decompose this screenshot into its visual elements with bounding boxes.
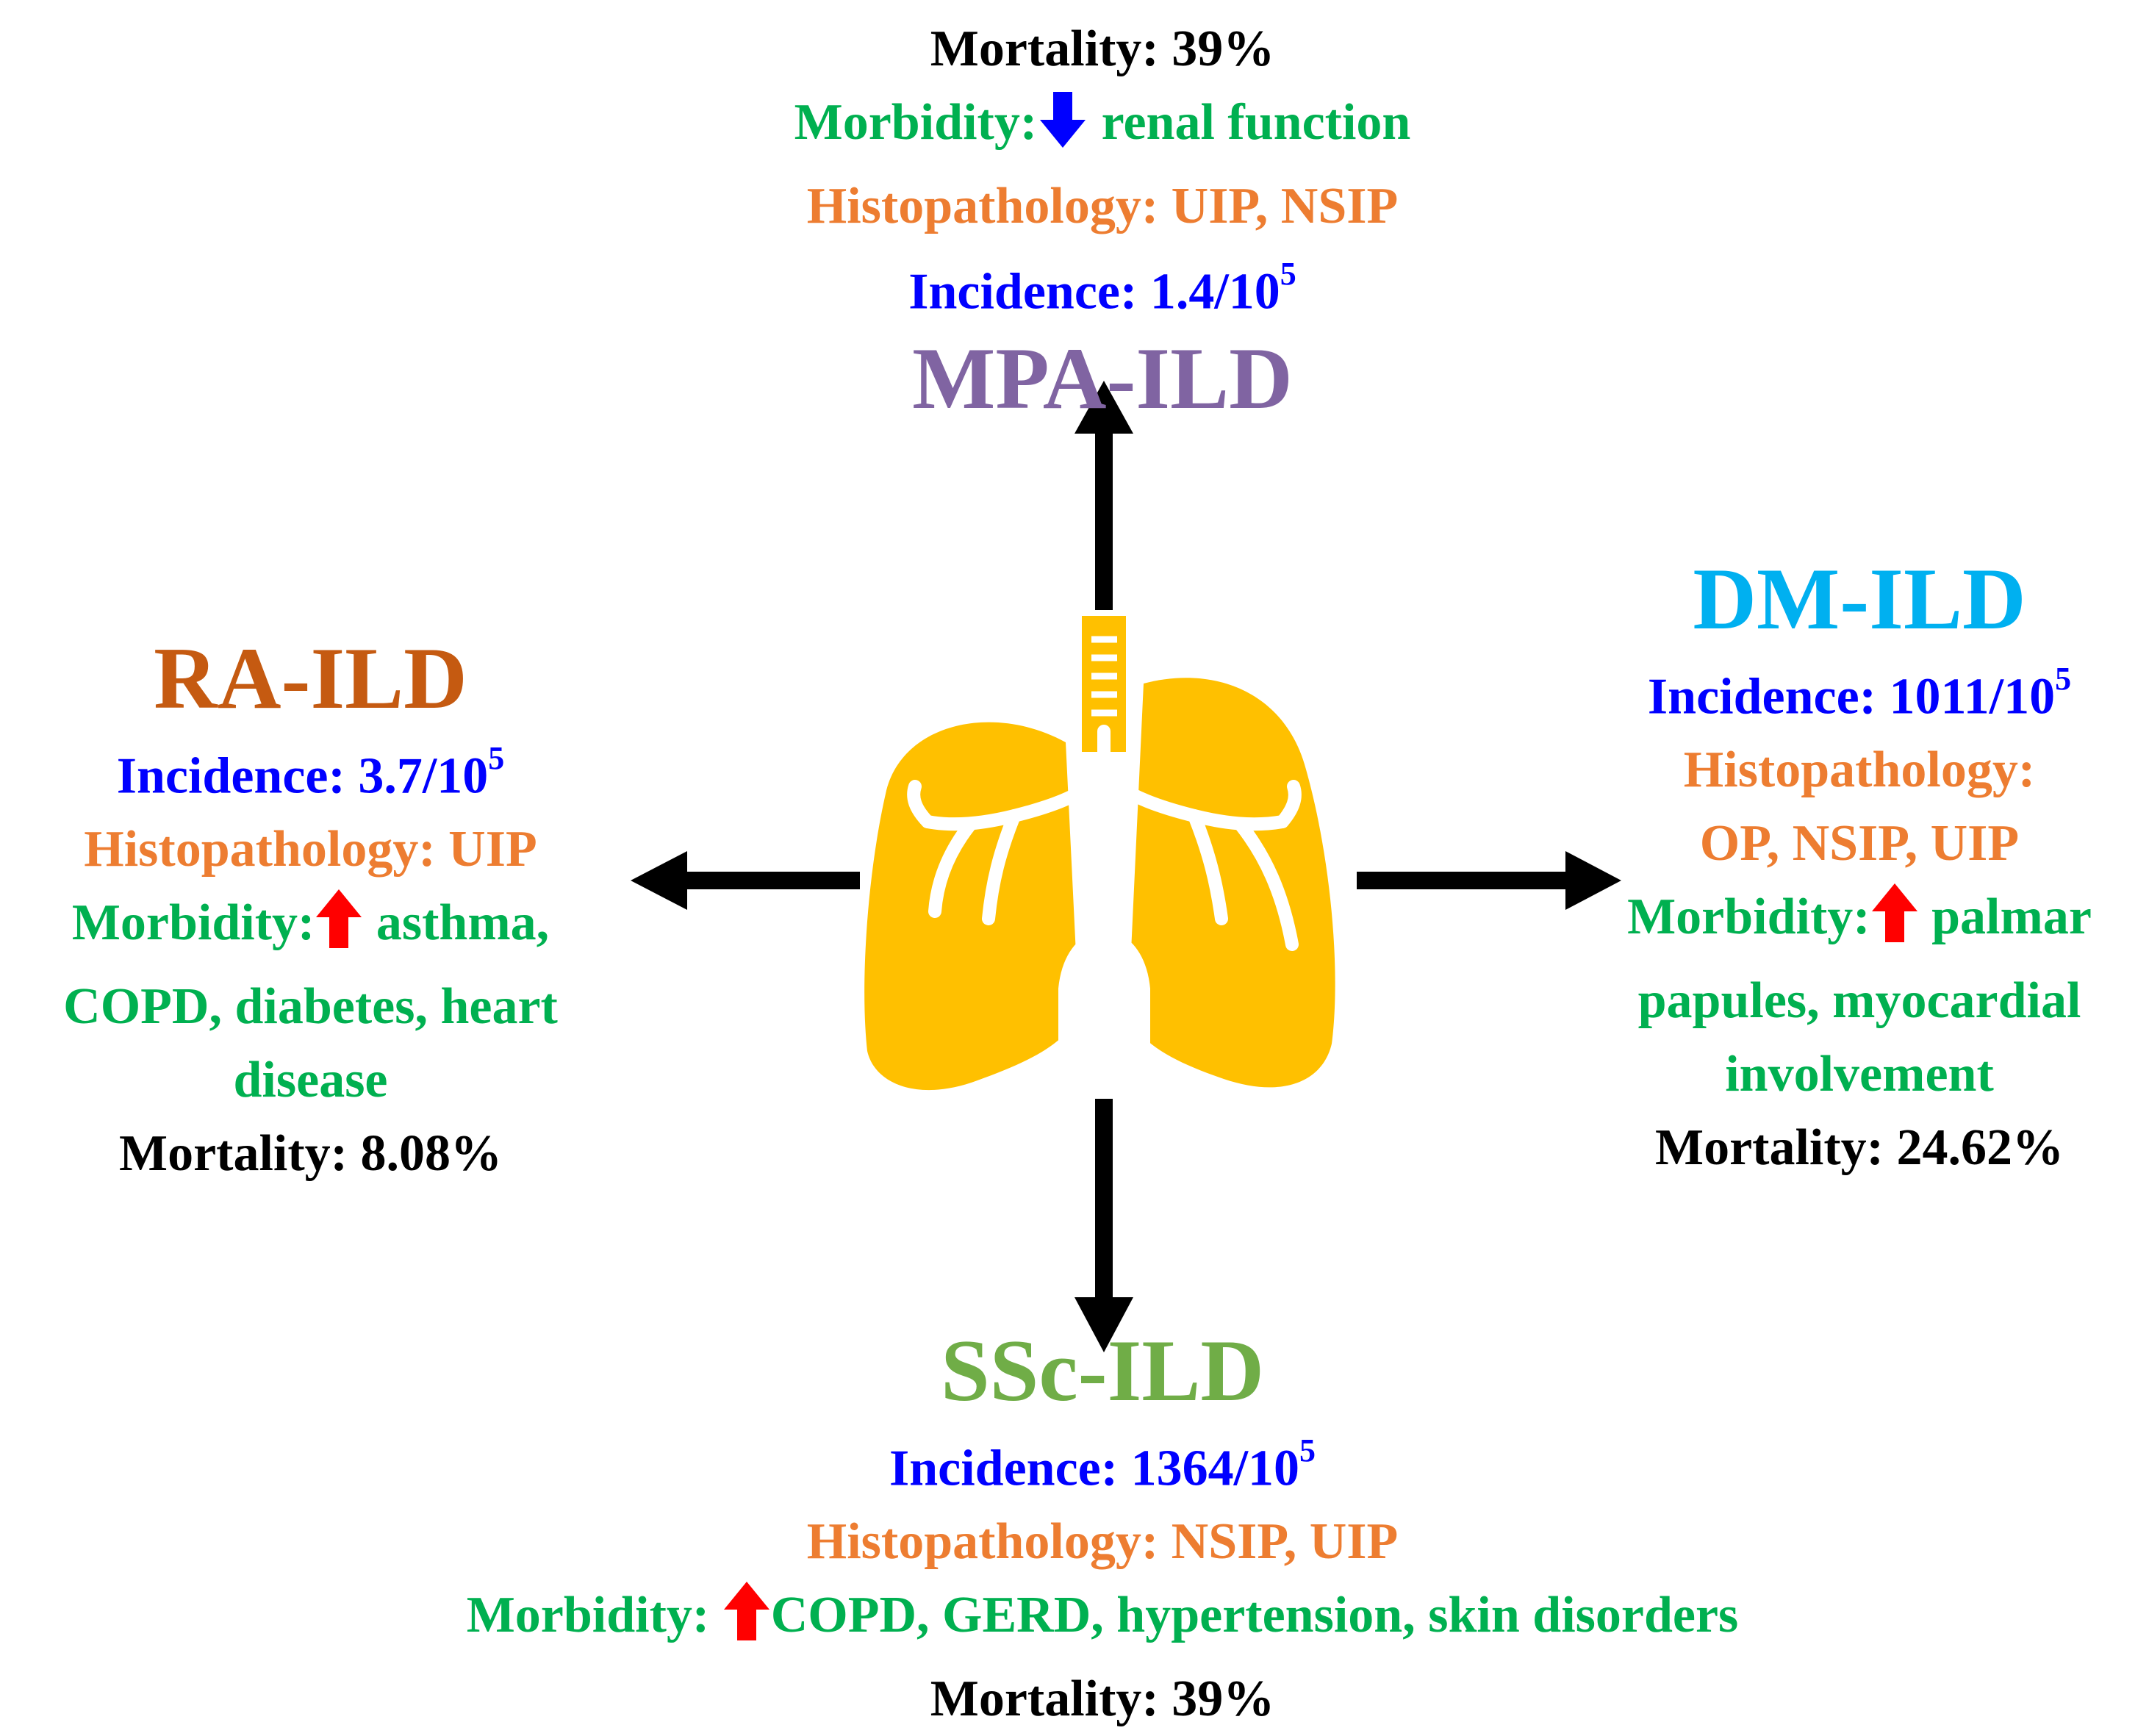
mortality-value: 8.08% [360,1125,502,1183]
dm-mortality: Mortality: 24.62% [1573,1111,2146,1185]
incidence-label: Incidence: [908,263,1138,320]
ssc-morbidity: Morbidity: COPD, GERD, hypertension, ski… [257,1579,1948,1663]
ra-morbidity: Morbidity: asthma, [7,886,614,970]
mortality-label: Mortality: [930,21,1159,77]
arrow-to-ssc [1074,1099,1133,1352]
incidence-exponent: 5 [1280,256,1296,292]
morbidity-line1: palmar [1931,889,2092,946]
mortality-label: Mortality: [119,1125,348,1183]
dm-histo-value: OP, NSIP, UIP [1699,815,2020,872]
dm-title: DM-ILD [1693,550,2026,648]
morbidity-label: Morbidity: [794,94,1038,151]
incidence-label: Incidence: [116,747,345,805]
arrow-to-ra [631,851,860,910]
up-arrow-icon [722,1580,771,1663]
incidence-value: 1364/10 [1130,1440,1300,1497]
mortality-label: Mortality: [930,1671,1159,1728]
mpa-ild-block: Mortality: 39% Morbidity: renal function… [661,12,1543,428]
incidence-exponent: 5 [1299,1432,1316,1468]
ssc-mortality: Mortality: 39% [257,1663,1948,1736]
morbidity-text: COPD, GERD, hypertension, skin disorders [770,1587,1739,1644]
incidence-label: Incidence: [889,1440,1119,1497]
mortality-label: Mortality: [1655,1119,1884,1177]
mpa-incidence: Incidence: 1.4/105 [661,243,1543,329]
arrow-to-mpa [1074,381,1133,610]
ra-title: RA-ILD [154,629,467,727]
histo-label: Histopathology: [806,1513,1159,1571]
dm-morbidity: Morbidity: palmar [1573,880,2146,964]
incidence-label: Incidence: [1647,668,1876,725]
ra-mortality: Mortality: 8.08% [7,1117,614,1191]
ssc-ild-block: SSc-ILD Incidence: 1364/105 Histopatholo… [257,1321,1948,1736]
dm-histo-label: Histopathology: [1683,742,2036,799]
incidence-exponent: 5 [2055,661,2072,697]
down-arrow-icon [1037,90,1088,170]
arrow-to-dm [1357,851,1621,910]
incidence-value: 1011/10 [1889,668,2056,725]
ra-morbidity-line3: disease [233,1052,388,1109]
histo-value: NSIP, UIP [1171,1513,1399,1571]
incidence-value: 3.7/10 [358,747,489,805]
ssc-incidence: Incidence: 1364/105 [257,1420,1948,1505]
up-arrow-icon [315,888,363,970]
morbidity-text: renal function [1101,94,1411,151]
mpa-histopathology: Histopathology: UIP, NSIP [661,170,1543,243]
ra-morbidity-line2: COPD, diabetes, heart [63,978,558,1036]
histo-label: Histopathology: [84,821,436,878]
ssc-title: SSc-ILD [940,1321,1265,1419]
incidence-value: 1.4/10 [1149,263,1280,320]
mortality-value: 39% [1172,21,1275,77]
incidence-exponent: 5 [488,740,505,776]
morbidity-label: Morbidity: [71,894,315,952]
mortality-value: 24.62% [1896,1119,2064,1177]
morbidity-label: Morbidity: [1627,889,1870,946]
histo-value: UIP [448,821,537,878]
morbidity-line1: asthma, [376,894,550,952]
mpa-morbidity: Morbidity: renal function [661,86,1543,170]
ra-ild-block: RA-ILD Incidence: 3.7/105 Histopathology… [7,628,614,1191]
morbidity-label: Morbidity: [466,1587,710,1644]
ra-histopathology: Histopathology: UIP [7,813,614,886]
histo-label: Histopathology: [806,178,1159,234]
dm-morbidity-line2: papules, myocardial [1637,972,2081,1030]
ra-incidence: Incidence: 3.7/105 [7,728,614,813]
dm-ild-block: DM-ILD Incidence: 1011/105 Histopatholog… [1573,549,2146,1185]
dm-morbidity-line3: involvement [1725,1046,1994,1103]
dm-incidence: Incidence: 1011/105 [1573,648,2146,734]
mortality-value: 39% [1172,1671,1275,1728]
up-arrow-icon [1870,882,1919,964]
histo-value: UIP, NSIP [1171,178,1399,234]
ssc-histopathology: Histopathology: NSIP, UIP [257,1505,1948,1579]
mpa-title: MPA-ILD [912,329,1293,428]
mpa-mortality: Mortality: 39% [661,12,1543,86]
